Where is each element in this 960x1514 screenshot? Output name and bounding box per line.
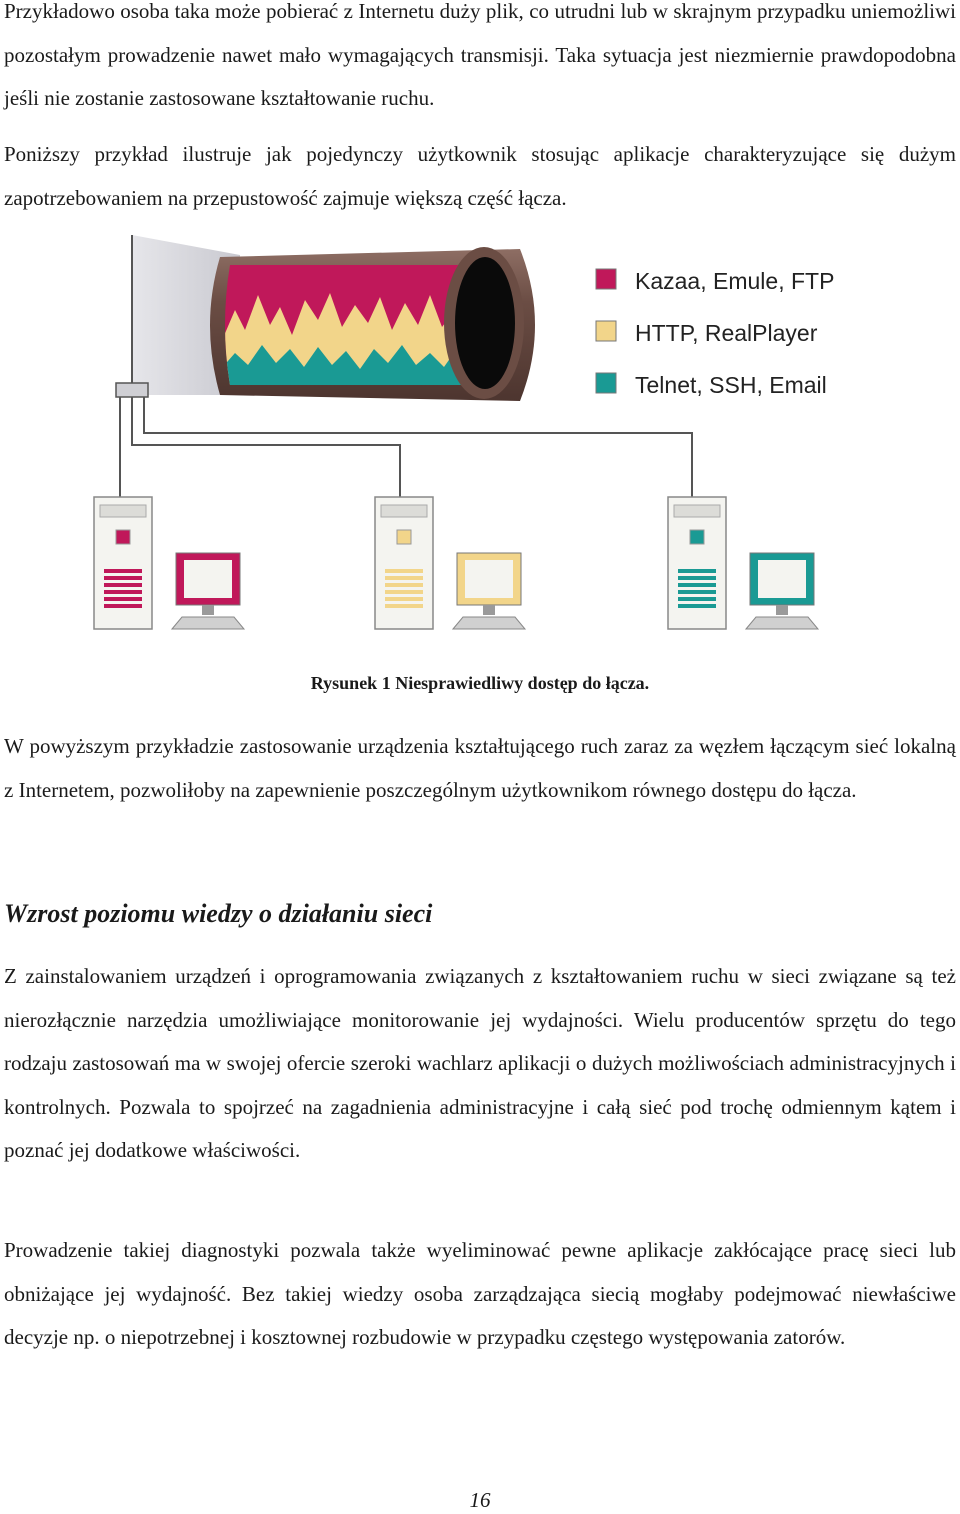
computers-group [93, 496, 820, 630]
paragraph-example: Poniższy przykład ilustruje jak pojedync… [4, 142, 956, 210]
legend-item-3: Telnet, SSH, Email [635, 372, 827, 398]
computer-2 [374, 496, 527, 630]
link-connector [115, 382, 149, 398]
paragraph-intro: Przykładowo osoba taka może pobierać z I… [4, 0, 956, 110]
paragraph-conclusion: W powyższym przykładzie zastosowanie urz… [4, 734, 956, 802]
figure-caption: Rysunek 1 Niesprawiedliwy dostęp do łącz… [310, 673, 650, 693]
page-number: 16 [469, 1488, 491, 1512]
legend-item-2: HTTP, RealPlayer [635, 320, 818, 346]
legend-item-1: Kazaa, Emule, FTP [635, 268, 834, 294]
section-heading: Wzrost poziomu wiedzy o działaniu sieci [4, 899, 433, 928]
paragraph-monitoring: Z zainstalowaniem urządzeń i oprogramowa… [4, 964, 956, 1162]
paragraph-diagnostics: Prowadzenie takiej diagnostyki pozwala t… [4, 1238, 956, 1349]
computer-1 [93, 496, 246, 630]
computer-3 [667, 496, 820, 630]
legend: Kazaa, Emule, FTP HTTP, RealPlayer Telne… [595, 268, 834, 398]
figure-unfair-link-access: Kazaa, Emule, FTP HTTP, RealPlayer Telne… [80, 235, 870, 635]
network-wires [119, 397, 693, 497]
